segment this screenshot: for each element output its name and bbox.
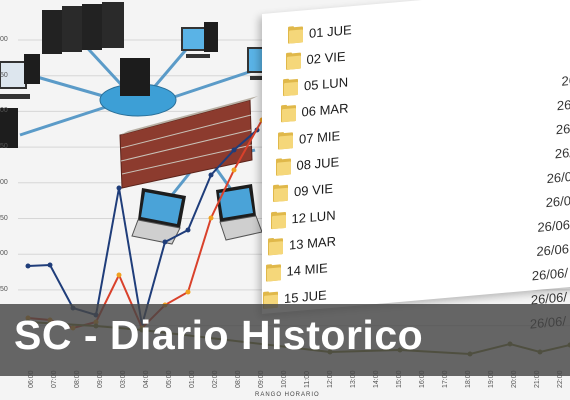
banner-title: SC - Diario Historico (14, 312, 424, 358)
date-cell: 26 (561, 72, 570, 89)
server-icon (120, 58, 150, 96)
y-tick-label: 00 (0, 178, 8, 186)
date-cell: 26/06 (537, 217, 570, 235)
y-tick-label: 50 (0, 71, 8, 79)
folder-name: 05 LUN (304, 74, 349, 94)
date-cell: 26/0 (545, 192, 570, 211)
folder-name: 08 JUE (296, 154, 340, 173)
folder-icon (270, 211, 286, 229)
folder-item[interactable]: 13 MAR (268, 230, 336, 258)
folder-name: 06 MAR (301, 100, 349, 120)
folder-item[interactable]: 08 JUE (275, 151, 340, 179)
series-point (231, 167, 237, 173)
folder-name: 12 LUN (291, 207, 336, 227)
folder-icon (268, 237, 283, 256)
laptop-icon (131, 188, 186, 245)
folder-icon (280, 104, 296, 123)
y-tick-label: 00 (0, 250, 8, 258)
folder-name: 14 MIE (286, 260, 328, 280)
folder-name: 02 VIE (306, 48, 346, 67)
date-cell: 26/0 (546, 168, 570, 187)
folder-item[interactable]: 05 LUN (283, 71, 348, 99)
series-point (208, 172, 214, 178)
date-cell: 26/ (555, 120, 570, 138)
network-illustration (0, 2, 284, 245)
date-cell: 26/ (556, 96, 570, 114)
series-point (25, 263, 31, 269)
folder-item[interactable]: 02 VIE (285, 45, 346, 72)
folder-name: 09 VIE (294, 181, 334, 200)
folder-icon (275, 158, 291, 176)
title-banner (0, 304, 570, 376)
folder-icon (283, 78, 298, 97)
folder-icon (278, 131, 293, 150)
folder-item[interactable]: 12 LUN (270, 204, 336, 232)
folder-item[interactable]: 07 MIE (278, 124, 340, 151)
folder-icon (288, 25, 303, 44)
series-point (116, 272, 122, 278)
server-rack-icon (42, 2, 124, 54)
series-point (208, 215, 214, 221)
folder-name: 01 JUE (309, 21, 352, 41)
date-cell: 26/06 (536, 241, 569, 259)
folder-item[interactable]: 06 MAR (280, 97, 349, 125)
folder-name: 15 JUE (284, 286, 327, 306)
x-axis-title: RANGO HORARIO (255, 392, 320, 398)
y-tick-label: 50 (0, 285, 8, 293)
desktop-tower-icon (0, 108, 18, 148)
y-tick-label: 50 (0, 143, 8, 151)
laptop-icon (216, 184, 263, 241)
y-tick-label: 00 (0, 107, 8, 115)
series-point (116, 185, 122, 191)
folder-icon (265, 264, 281, 282)
folder-item[interactable]: 01 JUE (288, 18, 352, 46)
folder-name: 13 MAR (289, 233, 336, 253)
folder-icon (273, 184, 288, 203)
y-tick-label: 00 (0, 36, 8, 43)
folder-item[interactable]: 09 VIE (273, 178, 333, 205)
folder-name: 07 MIE (299, 127, 341, 147)
series-point (162, 239, 168, 245)
series-point (185, 289, 191, 295)
folder-list-panel: 01 JUE 02 VIE 05 LUN 06 MAR 07 MIE 08 JUE 09 V… (262, 0, 570, 332)
desktop-computer-icon (181, 22, 218, 58)
date-cell: 26/ (554, 144, 570, 162)
date-cell: 26/06/ (531, 265, 568, 284)
folder-item[interactable]: 14 MIE (265, 257, 328, 284)
series-point (231, 147, 237, 153)
series-point (47, 262, 53, 268)
y-tick-label: 50 (0, 214, 8, 222)
desktop-computer-icon (0, 54, 40, 99)
series-point (185, 227, 191, 233)
folder-icon (285, 51, 301, 70)
